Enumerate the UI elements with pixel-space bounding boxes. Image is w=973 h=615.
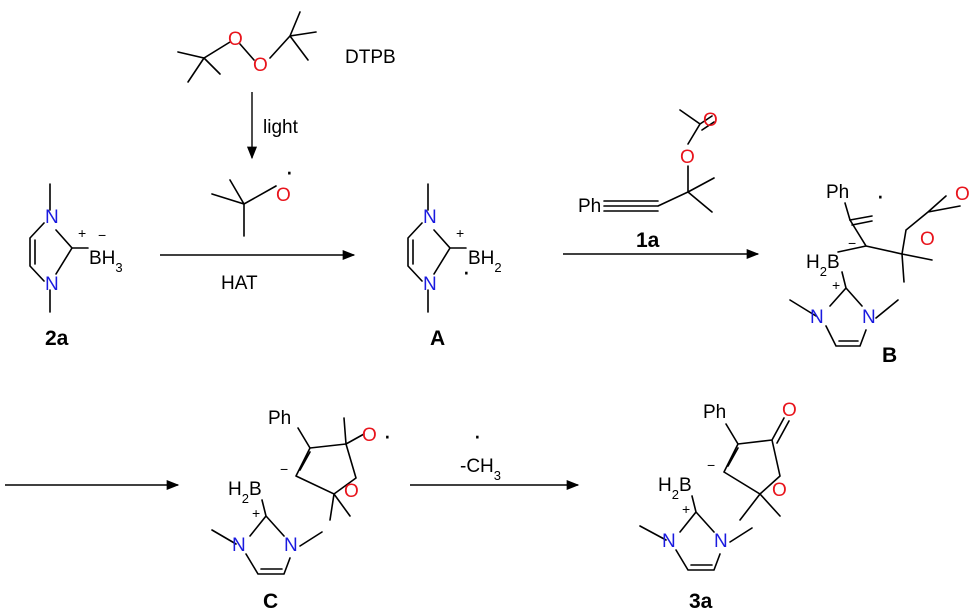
minus-charge: − bbox=[98, 227, 106, 243]
nitrogen-atom: N bbox=[423, 274, 437, 295]
compound-B-structure: Ph · O O − H2B + N N bbox=[789, 180, 970, 347]
nitrogen-atom: N bbox=[810, 307, 824, 328]
plus-charge: + bbox=[456, 225, 464, 241]
dtpb-structure: O O bbox=[177, 11, 317, 83]
h2b-group: H2B bbox=[806, 252, 840, 279]
compound-2a-structure: N N + − BH3 bbox=[29, 183, 123, 313]
compound-B-label: B bbox=[882, 344, 897, 367]
light-label: light bbox=[263, 117, 299, 138]
compound-1a-label: 1a bbox=[636, 229, 660, 252]
compound-3a-label: 3a bbox=[689, 590, 713, 613]
minus-charge: − bbox=[707, 457, 715, 473]
compound-2a-label: 2a bbox=[45, 327, 69, 350]
nitrogen-atom: N bbox=[284, 535, 298, 556]
minus-charge: − bbox=[280, 461, 288, 477]
oxygen-atom: O bbox=[680, 147, 695, 168]
nitrogen-atom: N bbox=[45, 274, 59, 295]
compound-A-structure: N N + BH2 · bbox=[407, 183, 502, 313]
nitrogen-atom: N bbox=[714, 531, 728, 552]
plus-charge: + bbox=[78, 225, 86, 241]
oxygen-atom: O bbox=[362, 425, 377, 446]
phenyl-label: Ph bbox=[826, 182, 849, 203]
oxygen-atom: O bbox=[276, 185, 291, 206]
oxygen-atom: O bbox=[228, 29, 243, 50]
nitrogen-atom: N bbox=[862, 307, 876, 328]
compound-C-label: C bbox=[263, 590, 278, 613]
phenyl-label: Ph bbox=[578, 196, 601, 217]
compound-A-label: A bbox=[430, 327, 445, 350]
h2b-group: H2B bbox=[658, 475, 692, 502]
radical-dot: · bbox=[383, 420, 392, 450]
bh2-group: BH2 bbox=[468, 248, 502, 275]
phenyl-label: Ph bbox=[703, 402, 726, 423]
tert-butoxy-radical: O · bbox=[211, 156, 294, 237]
nitrogen-atom: N bbox=[45, 207, 59, 228]
h2b-group: H2B bbox=[228, 479, 262, 506]
compound-1a-structure: Ph O O bbox=[578, 109, 718, 217]
oxygen-atom: O bbox=[772, 480, 787, 501]
bh3-group: BH3 bbox=[89, 248, 123, 275]
plus-charge: + bbox=[832, 277, 840, 293]
minus-charge: − bbox=[848, 235, 856, 251]
dtpb-label: DTPB bbox=[345, 47, 396, 68]
radical-dot: · bbox=[876, 180, 885, 210]
oxygen-atom: O bbox=[253, 55, 268, 76]
plus-charge: + bbox=[252, 505, 260, 521]
phenyl-label: Ph bbox=[268, 408, 291, 429]
methyl-radical-label: -CH3 bbox=[460, 456, 501, 483]
nitrogen-atom: N bbox=[232, 535, 246, 556]
compound-3a-structure: Ph O O − H2B + N N bbox=[639, 400, 797, 571]
hat-label: HAT bbox=[221, 273, 258, 294]
plus-charge: + bbox=[682, 501, 690, 517]
oxygen-atom: O bbox=[920, 229, 935, 250]
compound-C-structure: Ph O · O − H2B + N N bbox=[211, 408, 392, 575]
oxygen-atom: O bbox=[955, 184, 970, 205]
radical-dot: · bbox=[462, 256, 471, 286]
nitrogen-atom: N bbox=[423, 207, 437, 228]
oxygen-atom: O bbox=[703, 110, 718, 131]
radical-dot: · bbox=[285, 156, 294, 186]
oxygen-atom: O bbox=[344, 481, 359, 502]
oxygen-atom: O bbox=[782, 400, 797, 421]
nitrogen-atom: N bbox=[662, 531, 676, 552]
radical-dot: · bbox=[473, 420, 482, 450]
